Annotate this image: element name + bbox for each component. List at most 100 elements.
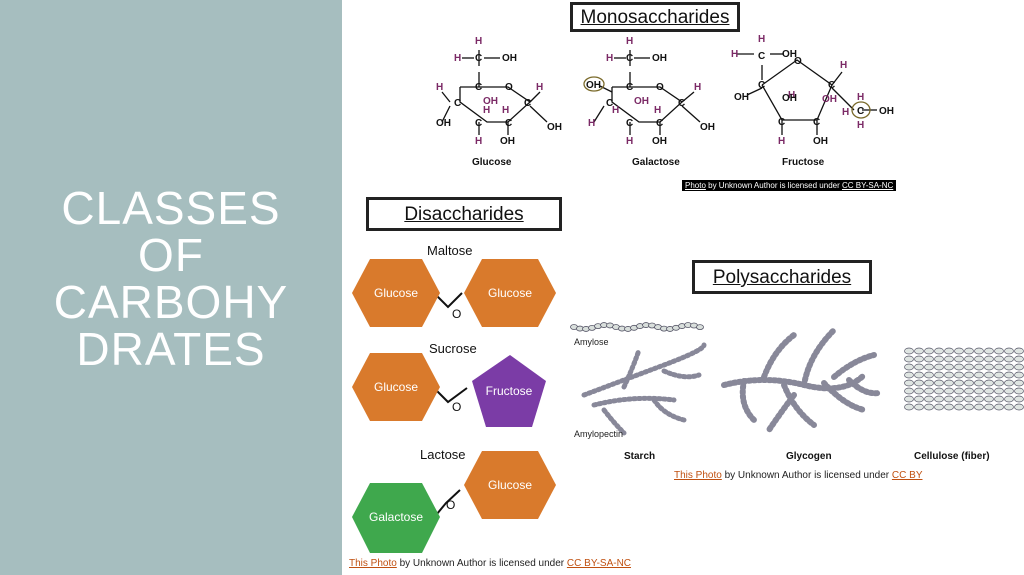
cellulose-unit xyxy=(1014,403,1024,411)
cellulose-unit xyxy=(984,371,994,379)
svg-text:OH: OH xyxy=(500,136,515,147)
cellulose-unit xyxy=(984,403,994,411)
amylopectin-label: Amylopectin xyxy=(574,429,623,439)
svg-text:OH: OH xyxy=(547,122,562,133)
cellulose-caption: Cellulose (fiber) xyxy=(914,451,990,462)
cellulose-unit xyxy=(944,355,954,363)
cellulose-unit xyxy=(994,395,1004,403)
cellulose-unit xyxy=(1014,387,1024,395)
cellulose-unit xyxy=(1014,379,1024,387)
svg-text:H: H xyxy=(857,120,864,131)
polysaccharides-heading: Polysaccharides xyxy=(692,260,872,294)
svg-text:C: C xyxy=(626,82,633,93)
svg-text:C: C xyxy=(626,53,633,64)
sucrose-right-label: Fructose xyxy=(486,384,533,398)
cellulose-unit xyxy=(984,395,994,403)
cellulose-unit xyxy=(944,387,954,395)
cellulose-grid xyxy=(904,347,1024,411)
svg-text:C: C xyxy=(606,98,613,109)
credit-license-link[interactable]: CC BY-SA-NC xyxy=(566,558,632,569)
cellulose-unit xyxy=(924,355,934,363)
cellulose-unit xyxy=(1014,395,1024,403)
starch-caption: Starch xyxy=(624,451,656,462)
svg-text:O: O xyxy=(794,56,802,67)
cellulose-unit xyxy=(1014,363,1024,371)
svg-text:O: O xyxy=(656,82,664,93)
cellulose-unit xyxy=(944,395,954,403)
svg-text:H: H xyxy=(483,105,490,116)
cellulose-unit xyxy=(914,387,924,395)
cellulose-unit xyxy=(934,347,944,355)
maltose-left-label: Glucose xyxy=(374,286,418,300)
cellulose-unit xyxy=(944,363,954,371)
svg-text:C: C xyxy=(857,106,864,117)
credit-photo-link[interactable]: This Photo xyxy=(349,558,397,569)
credit-license-link[interactable]: CC BY-SA-NC xyxy=(841,181,894,190)
maltose-link-atom: O xyxy=(452,307,461,321)
sucrose-fructose-pentagon xyxy=(472,355,546,427)
svg-text:O: O xyxy=(505,82,513,93)
cellulose-unit xyxy=(964,387,974,395)
cellulose-unit xyxy=(964,403,974,411)
glucose-caption: Glucose xyxy=(472,157,512,168)
svg-text:H: H xyxy=(840,60,847,71)
cellulose-unit xyxy=(924,403,934,411)
credit-text: by Unknown Author is licensed under xyxy=(705,181,842,190)
svg-text:OH: OH xyxy=(483,96,498,107)
cellulose-unit xyxy=(954,379,964,387)
cellulose-unit xyxy=(944,403,954,411)
polysaccharide-diagram: Amylose Amylopectin xyxy=(570,322,1024,439)
title-line: CLASSES xyxy=(61,182,281,234)
cellulose-unit xyxy=(1014,355,1024,363)
lactose-title: Lactose xyxy=(420,447,466,462)
svg-text:C: C xyxy=(656,118,663,129)
svg-text:C: C xyxy=(758,80,765,91)
cellulose-unit xyxy=(974,403,984,411)
cellulose-unit xyxy=(914,395,924,403)
credit-photo-link[interactable]: Photo xyxy=(685,181,706,190)
cellulose-unit xyxy=(1014,347,1024,355)
amylose-chain xyxy=(570,322,704,332)
svg-text:H: H xyxy=(857,92,864,103)
sucrose-title: Sucrose xyxy=(429,341,477,356)
cellulose-unit xyxy=(1004,371,1014,379)
amylopectin-branches xyxy=(581,342,707,436)
cellulose-unit xyxy=(914,403,924,411)
cellulose-unit xyxy=(914,379,924,387)
svg-text:H: H xyxy=(436,82,443,93)
title-line: DRATES xyxy=(76,323,266,375)
svg-text:C: C xyxy=(505,118,512,129)
cellulose-unit xyxy=(924,379,934,387)
svg-text:H: H xyxy=(612,105,619,116)
maltose-glucose-left-hex xyxy=(352,259,440,327)
glycogen-branches xyxy=(721,327,882,433)
cellulose-unit xyxy=(1004,387,1014,395)
cellulose-unit xyxy=(964,379,974,387)
svg-text:H: H xyxy=(502,105,509,116)
credit-photo-link[interactable]: This Photo xyxy=(674,470,722,481)
svg-text:H: H xyxy=(842,107,849,118)
cellulose-unit xyxy=(954,355,964,363)
cellulose-unit xyxy=(904,347,914,355)
cellulose-unit xyxy=(974,395,984,403)
svg-text:C: C xyxy=(475,118,482,129)
cellulose-unit xyxy=(954,395,964,403)
disaccharide-diagram: Maltose Sucrose Lactose O O O Glucose Gl… xyxy=(352,243,556,553)
svg-text:C: C xyxy=(813,117,820,128)
cellulose-unit xyxy=(954,371,964,379)
svg-text:OH: OH xyxy=(734,92,749,103)
credit-license-link[interactable]: CC BY xyxy=(891,470,923,481)
svg-text:H: H xyxy=(694,82,701,93)
cellulose-unit xyxy=(994,371,1004,379)
cellulose-unit xyxy=(924,363,934,371)
maltose-right-label: Glucose xyxy=(488,286,532,300)
cellulose-unit xyxy=(984,363,994,371)
cellulose-unit xyxy=(914,371,924,379)
cellulose-unit xyxy=(904,355,914,363)
glycogen-caption: Glycogen xyxy=(786,451,832,462)
cellulose-unit xyxy=(924,395,934,403)
cellulose-unit xyxy=(964,347,974,355)
cellulose-unit xyxy=(1004,347,1014,355)
cellulose-unit xyxy=(984,387,994,395)
